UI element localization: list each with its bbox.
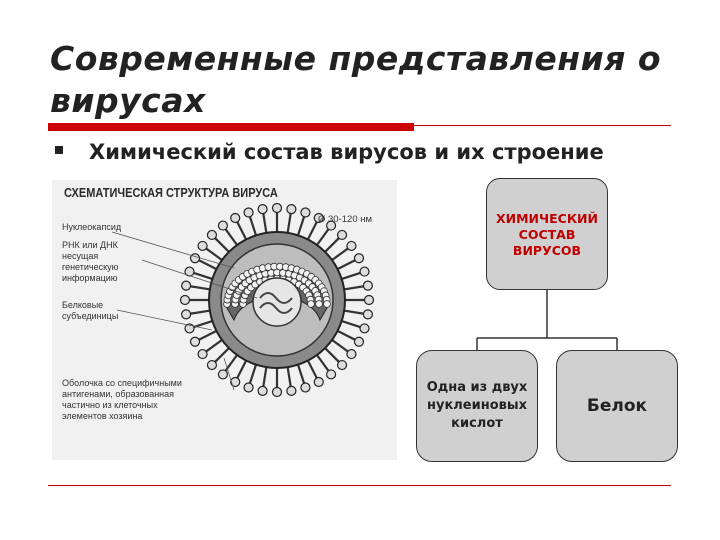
bullet-square-icon	[55, 146, 63, 154]
title-underline-thin	[414, 125, 671, 126]
label-protein-subunits: Белковые субъединицы	[62, 300, 119, 321]
figure-size-label: Ø 30-120 нм	[318, 214, 373, 225]
slide-subtitle: Химический состав вирусов и их строение	[89, 140, 604, 164]
child-node-nucleic-acid: Одна из двух нуклеиновых кислот	[416, 350, 538, 462]
root-node-label: ХИМИЧЕСКИЙ СОСТАВ ВИРУСОВ	[496, 211, 598, 258]
root-node-chemical-composition: ХИМИЧЕСКИЙ СОСТАВ ВИРУСОВ	[486, 178, 608, 290]
slide-title: Современные представления о вирусах	[50, 39, 662, 120]
label-envelope: Оболочка со специфичными антигенами, обр…	[62, 378, 182, 421]
label-rna-dna: РНК или ДНК несущая генетическую информа…	[62, 240, 119, 283]
title-underline-thick	[48, 123, 414, 131]
figure-title: СХЕМАТИЧЕСКАЯ СТРУКТУРА ВИРУСА	[64, 186, 278, 200]
virus-illustration	[111, 202, 375, 398]
child-node-label-protein: Белок	[586, 396, 648, 416]
child-node-label-nucleic-acid: Одна из двух нуклеиновых кислот	[426, 380, 528, 431]
label-nucleocapsid: Нуклеокапсид	[62, 222, 122, 232]
child-node-protein: Белок	[556, 350, 678, 462]
footer-rule	[48, 485, 671, 486]
